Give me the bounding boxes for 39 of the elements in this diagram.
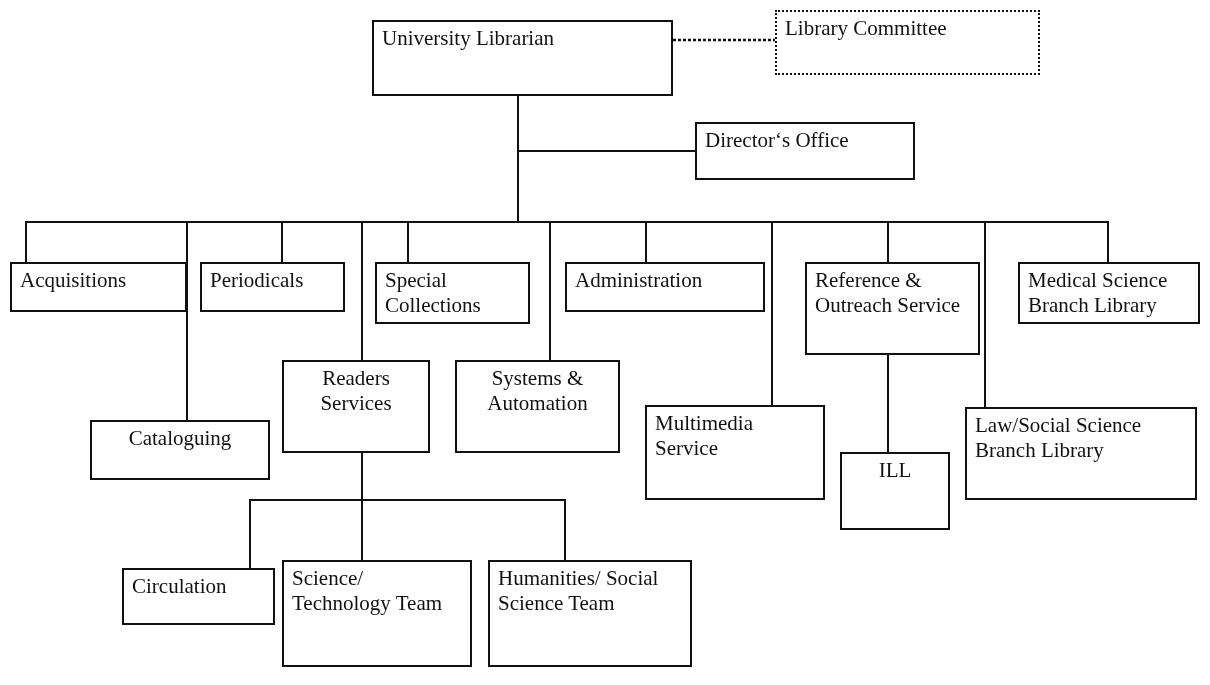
connector-line — [887, 354, 889, 453]
org-unit-box — [695, 122, 915, 180]
org-unit-box — [200, 262, 345, 312]
unit-name: Circulation — [132, 574, 228, 600]
unit-name: Humanities/ Social Science Team — [498, 566, 660, 617]
org-unit-box — [372, 20, 673, 96]
connector-line — [361, 452, 566, 561]
unit-name: Acquisitions — [20, 268, 128, 294]
unit-name: University Librarian — [382, 26, 556, 52]
unit-name: Special Collections — [385, 268, 482, 319]
org-unit-box — [565, 262, 765, 312]
org-unit-box — [10, 262, 187, 312]
unit-name: Medical Science Branch Library — [1028, 268, 1169, 319]
org-unit-box — [840, 452, 950, 530]
org-unit-box — [645, 405, 825, 500]
unit-name: ILL — [877, 458, 913, 484]
unit-name: Director‘s Office — [705, 128, 850, 154]
org-unit-box — [90, 420, 270, 480]
unit-name: Readers Services — [319, 366, 393, 417]
unit-name: Administration — [575, 268, 704, 294]
org-unit-box — [805, 262, 980, 355]
org-unit-box — [1018, 262, 1200, 325]
unit-name: Cataloguing — [127, 426, 233, 452]
unit-name: Reference & Outreach Service — [815, 268, 962, 319]
connector-line — [673, 38, 775, 42]
org-unit-box — [965, 407, 1197, 500]
org-unit-box — [488, 560, 692, 667]
unit-name: Library Committee — [785, 16, 948, 42]
unit-name: Systems & Automation — [486, 366, 589, 417]
org-unit-box — [455, 360, 620, 453]
org-unit-box — [282, 560, 472, 667]
unit-name: Law/Social Science Branch Library — [975, 413, 1143, 464]
org-unit-box — [775, 10, 1040, 75]
org-unit-box — [282, 360, 430, 453]
unit-name: Periodicals — [210, 268, 305, 294]
unit-name: Multimedia Service — [655, 411, 754, 462]
org-unit-box — [122, 568, 275, 625]
unit-name: Science/ Technology Team — [292, 566, 444, 617]
org-unit-box — [375, 262, 530, 325]
